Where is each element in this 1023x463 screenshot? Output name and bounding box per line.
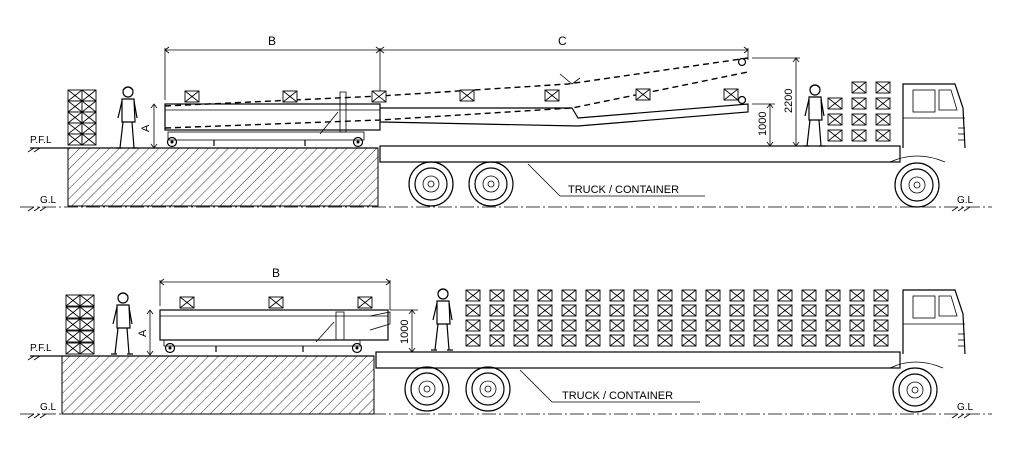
worker-dock	[115, 86, 139, 149]
svg-text:A: A	[140, 124, 152, 132]
dim-a: A	[140, 103, 158, 149]
worker-dock-bottom	[110, 292, 134, 355]
retracted-conveyor	[159, 296, 391, 354]
dim-b-c: B C	[164, 34, 749, 100]
crate-load-bottom	[465, 289, 889, 346]
dim-a-bottom: A	[137, 309, 154, 356]
gl-label-bottom-right: G.L	[957, 402, 974, 413]
dock-platform	[30, 147, 379, 207]
gl-label-bottom-left: G.L	[40, 402, 57, 413]
ground-hatch-right	[951, 206, 971, 212]
worker-truck-bottom	[430, 288, 454, 351]
ground-hatch-bottom-right	[951, 413, 971, 419]
worker-truck	[802, 84, 826, 147]
top-view: P.F.L G.L G.L A B	[20, 34, 992, 212]
dim-b-bottom-label: B	[272, 266, 280, 280]
pfl-label: P.F.L	[30, 135, 52, 146]
crate-stack-left	[67, 89, 97, 146]
gl-label-left: G.L	[40, 195, 57, 206]
dock-platform-bottom	[30, 355, 375, 415]
gl-label-right: G.L	[957, 195, 974, 206]
dim-heights: 1000 2200	[752, 57, 800, 147]
extending-conveyor	[164, 57, 749, 148]
pfl-hatch	[27, 147, 41, 153]
dim-b-bottom: B	[159, 266, 391, 310]
svg-text:1000: 1000	[757, 112, 769, 136]
dim-c-label: C	[558, 34, 567, 48]
crate-stack-left-bottom	[65, 294, 95, 355]
pfl-label-bottom: P.F.L	[30, 343, 52, 354]
svg-text:1000: 1000	[399, 320, 411, 344]
truck-label-bottom: TRUCK / CONTAINER	[562, 390, 673, 402]
ground-hatch-bottom-left	[27, 413, 47, 419]
svg-text:A: A	[137, 329, 149, 337]
pfl-hatch-bottom	[27, 355, 41, 361]
truck-label-top: TRUCK / CONTAINER	[568, 184, 679, 196]
truck-top: TRUCK / CONTAINER	[379, 81, 966, 208]
dim-1000-bottom: 1000	[390, 309, 418, 353]
dim-b-label: B	[268, 34, 276, 48]
ground-hatch-left	[27, 206, 47, 212]
svg-text:2200: 2200	[783, 89, 795, 113]
truck-bottom: TRUCK / CONTAINER	[375, 289, 966, 413]
bottom-view: P.F.L G.L G.L A B	[20, 266, 992, 419]
